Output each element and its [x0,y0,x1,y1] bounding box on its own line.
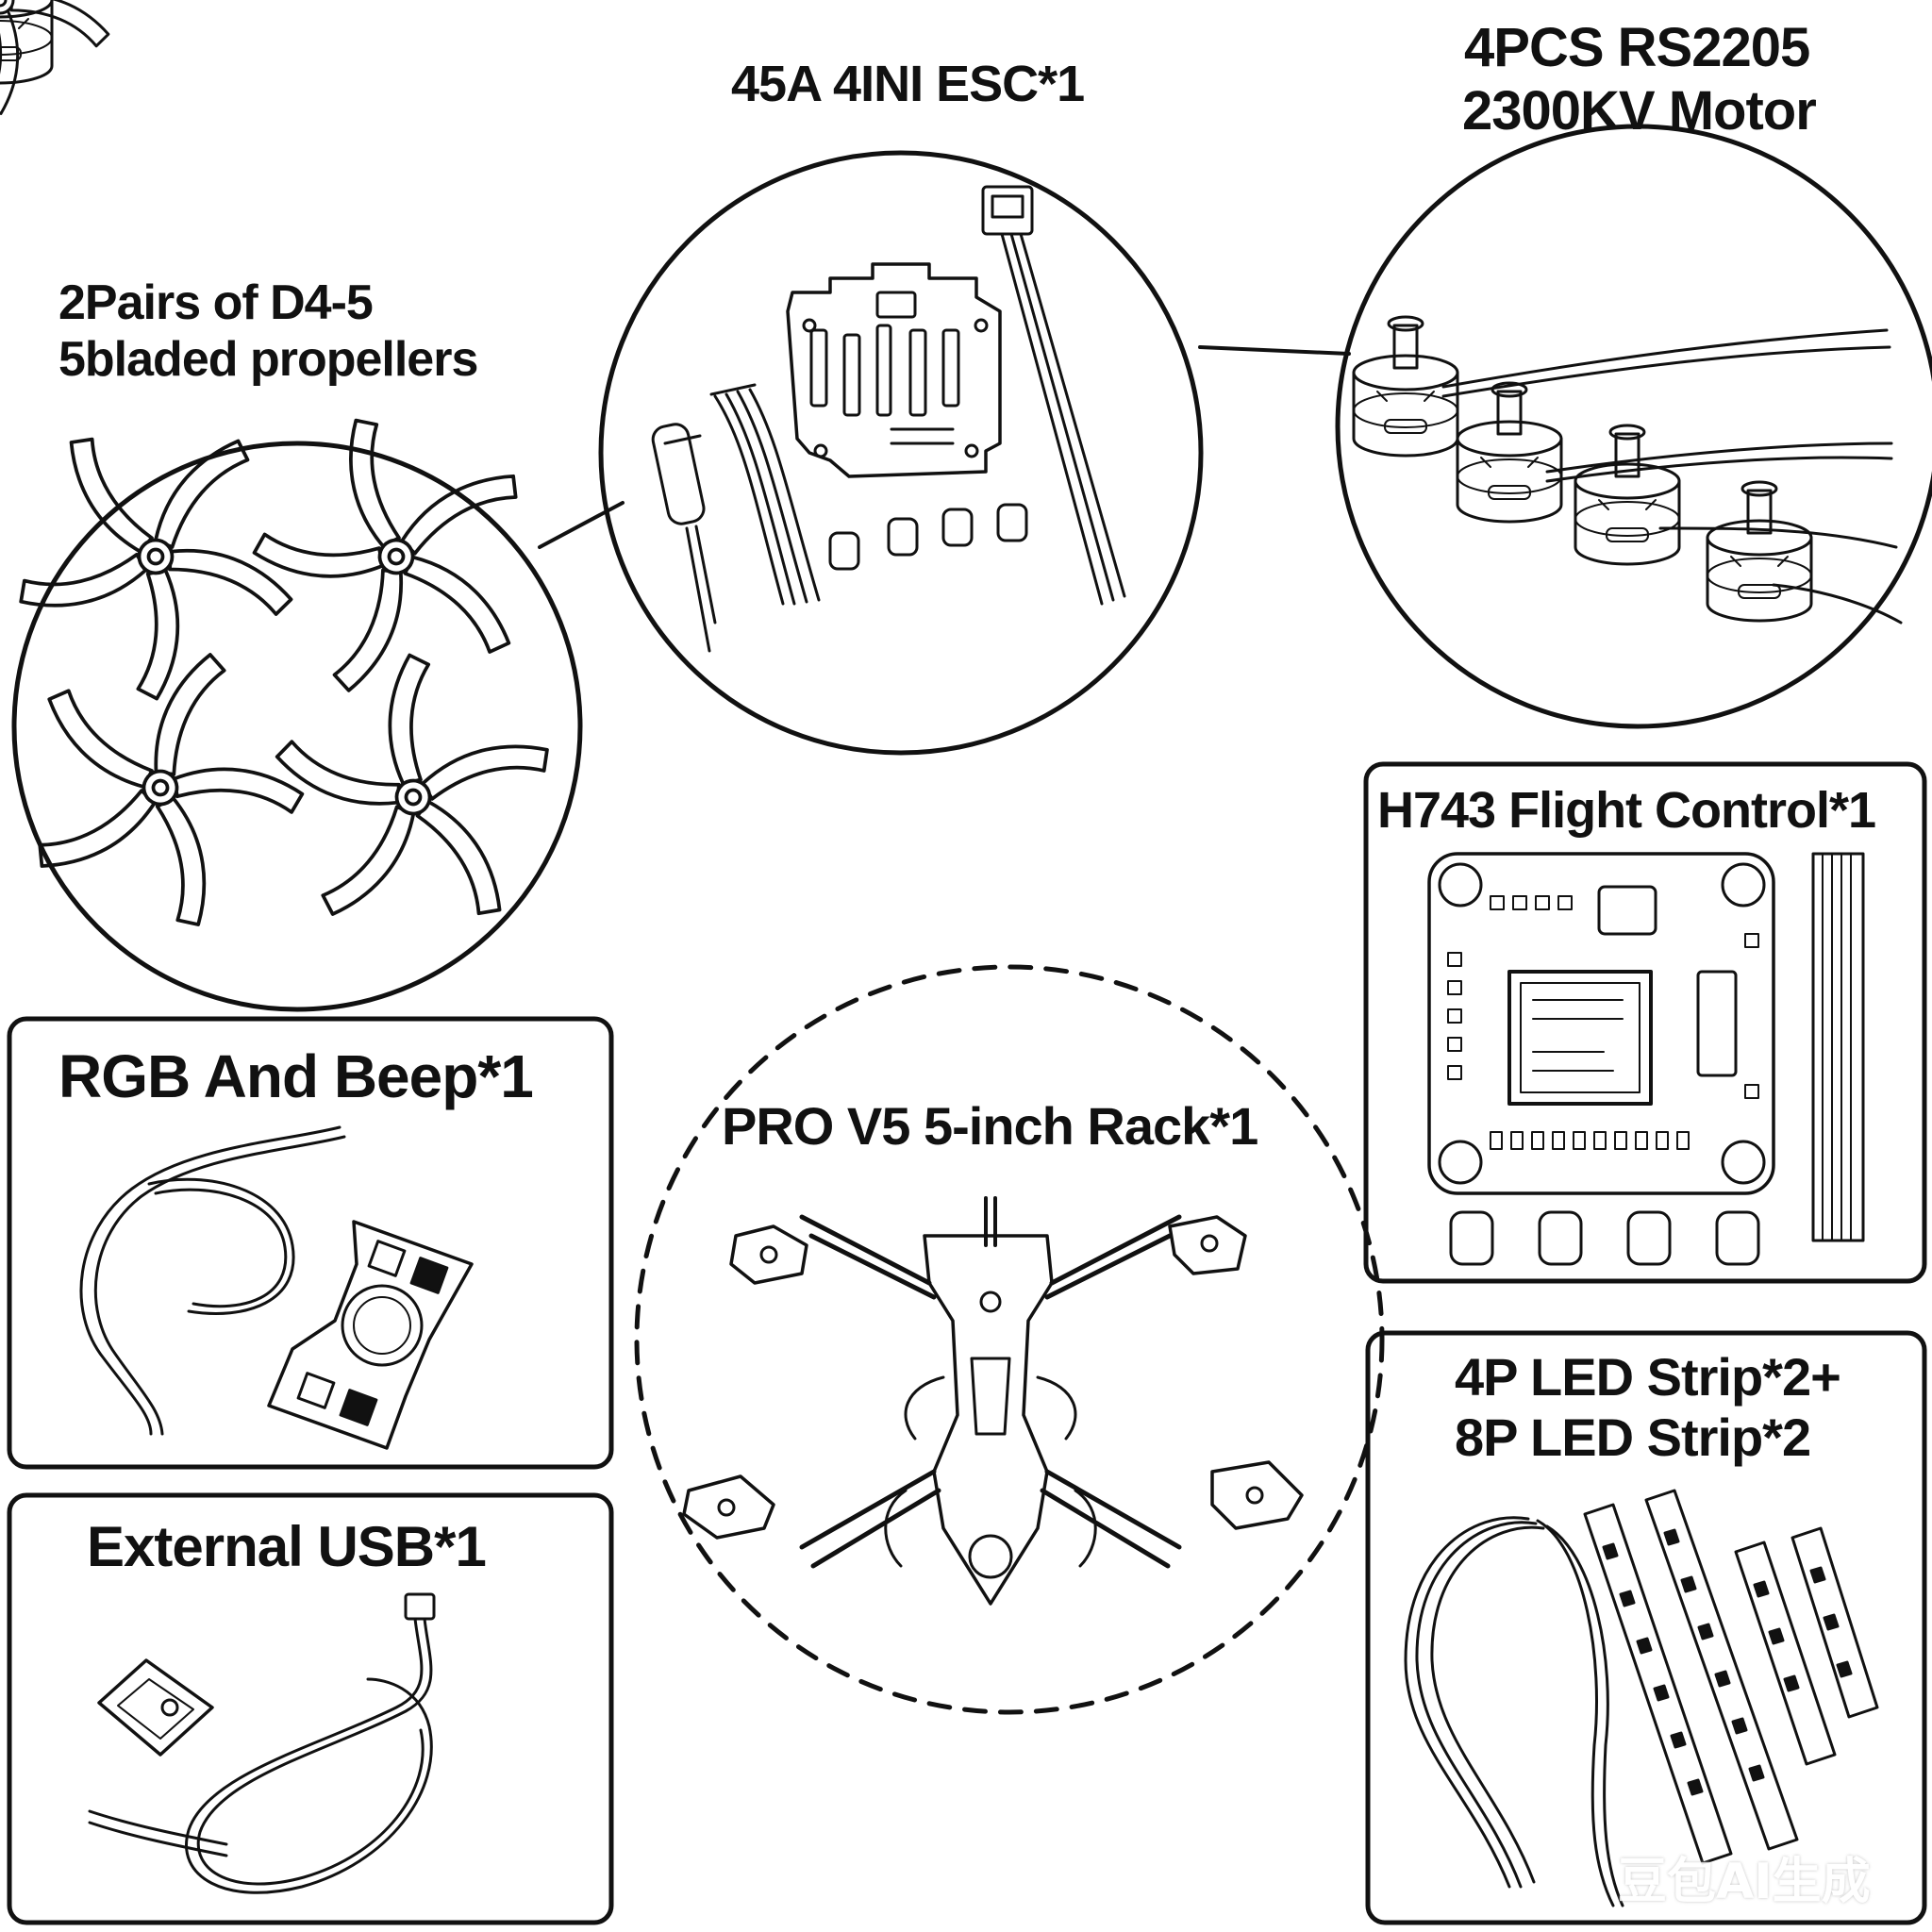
drone-frame-icon [682,1196,1304,1606]
usb-board-icon [97,1658,214,1757]
usb-label: External USB*1 [87,1514,487,1579]
motor-panel [0,0,1932,729]
esc-board-icon [786,262,1002,478]
rgb-beep-label: RGB And Beep*1 [58,1042,534,1112]
motor-icon [0,0,54,85]
led-panel [1365,1330,1927,1925]
motor-label: 4PCS RS2205 2300KV Motor [1462,17,1817,142]
connector-line [1198,345,1351,356]
motor-label-line2: 2300KV Motor [1462,79,1817,142]
capacitor-caps-icon [828,503,1028,571]
led-label-line2: 8P LED Strip*2 [1455,1407,1811,1468]
flight-controller-icon [1427,852,1775,1195]
esc-label-line1: 45A 4INI ESC*1 [731,56,1085,112]
esc-label: 45A 4INI ESC*1 [731,55,1085,113]
rgb-wire-icon [79,1125,346,1436]
silicone-wire-icon [709,383,821,606]
frame-label-line1: PRO V5 5-inch Rack*1 [722,1096,1258,1156]
frame-label: PRO V5 5-inch Rack*1 [722,1096,1258,1157]
propellers-label-line2: 5bladed propellers [58,331,478,387]
capacitor-icon [651,423,717,653]
esc-panel [598,150,1204,756]
rgb-beep-panel [7,1016,614,1470]
usb-panel [7,1492,614,1925]
buzzer-board-icon [267,1220,474,1450]
frame-panel [634,964,1385,1715]
flight-controller-panel [1363,761,1927,1284]
propellers-label: 2Pairs of D4-5 5bladed propellers [58,275,478,389]
watermark: 豆包AI生成 [1618,1854,1871,1910]
usb-cable-icon [88,1592,436,1894]
propellers-label-line1: 2Pairs of D4-5 [58,275,374,330]
motor-label-line1: 4PCS RS2205 [1464,17,1810,78]
led-strip-icon [1583,1489,1879,1865]
propeller-icon [0,0,110,115]
led-label: 4P LED Strip*2+ 8P LED Strip*2 [1455,1347,1841,1469]
fc-cable-icon [1811,852,1865,1242]
led-label-line1: 4P LED Strip*2+ [1455,1347,1841,1407]
led-wire-icon [1404,1516,1624,1907]
propellers-panel [0,0,599,1012]
fc-capacitors-icon [1449,1210,1760,1266]
usb-label-line1: External USB*1 [87,1515,487,1578]
flight-control-label: H743 Flight Control*1 [1377,781,1876,840]
signal-cable-icon [981,185,1126,606]
rgb-beep-label-line1: RGB And Beep*1 [58,1042,534,1110]
flight-control-label-line1: H743 Flight Control*1 [1377,782,1876,839]
